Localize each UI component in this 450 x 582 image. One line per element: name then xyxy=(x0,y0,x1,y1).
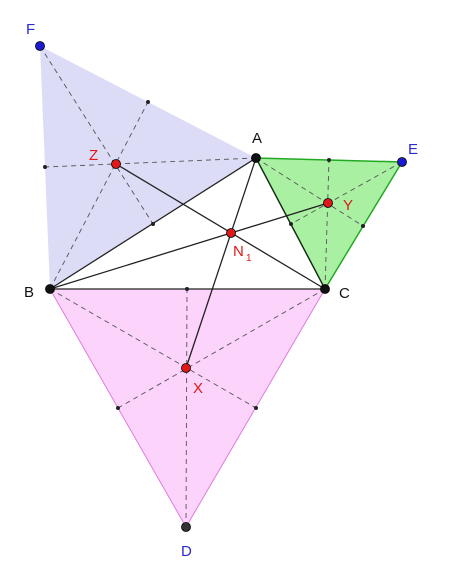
median-c-ae xyxy=(324,159,330,290)
point-y[interactable] xyxy=(323,198,333,208)
label-e: E xyxy=(408,141,418,158)
point-b[interactable] xyxy=(45,284,55,294)
triangle-aec xyxy=(254,157,404,291)
midpoint-fa xyxy=(146,100,150,104)
segment-b-y xyxy=(49,202,329,290)
median-a-ec xyxy=(255,157,364,227)
point-a[interactable] xyxy=(251,153,261,163)
segment-z-c xyxy=(115,163,326,290)
label-d: D xyxy=(181,543,192,560)
triangle-bdc xyxy=(49,288,326,528)
median-f xyxy=(39,45,154,225)
triangle-bfa xyxy=(40,46,256,289)
median-e xyxy=(290,161,403,225)
label-c: C xyxy=(339,285,350,302)
midpoints xyxy=(43,100,365,410)
midpoint-bc xyxy=(185,287,189,291)
point-x[interactable] xyxy=(181,363,191,373)
point-z[interactable] xyxy=(111,159,121,169)
midpoint-ec xyxy=(361,224,365,228)
median-c-bd xyxy=(117,288,326,409)
point-e[interactable] xyxy=(397,157,407,167)
label-x: X xyxy=(193,380,203,397)
concurrent-lines xyxy=(49,157,329,369)
label-y: Y xyxy=(343,197,353,214)
midpoint-bd xyxy=(116,406,120,410)
median-a-bf xyxy=(44,157,257,168)
midpoint-dc xyxy=(254,406,258,410)
midpoint-ac xyxy=(289,222,293,226)
label-b: B xyxy=(24,284,34,301)
midpoint-ae xyxy=(327,158,331,162)
median-b-fa xyxy=(49,101,149,290)
point-f[interactable] xyxy=(35,41,45,51)
median-d xyxy=(185,288,188,528)
label-n1-subscript: 1 xyxy=(246,253,252,264)
label-a: A xyxy=(252,130,262,147)
point-n1[interactable] xyxy=(226,228,236,238)
segment-a-x xyxy=(185,157,257,369)
point-c[interactable] xyxy=(320,284,330,294)
label-z: Z xyxy=(89,147,98,164)
midpoint-ab xyxy=(151,222,155,226)
point-d[interactable] xyxy=(181,522,191,532)
label-f: F xyxy=(26,21,35,38)
dashed-medians xyxy=(39,45,403,528)
median-b-dc xyxy=(49,288,257,409)
label-n1: N xyxy=(233,243,244,260)
midpoint-bf xyxy=(43,165,47,169)
